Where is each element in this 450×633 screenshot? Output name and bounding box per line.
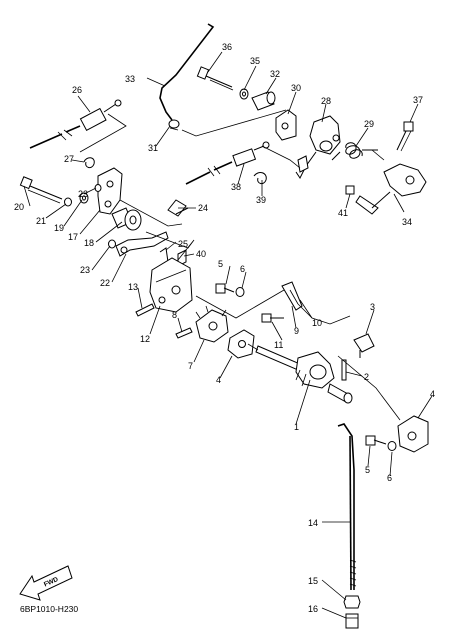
callout-4a: 4 — [216, 375, 221, 385]
callout-9: 9 — [294, 326, 299, 336]
callout-14: 14 — [308, 518, 318, 528]
part-16-sleeve — [345, 613, 359, 629]
part-24-clip — [167, 199, 189, 217]
part-23-washer-top — [94, 184, 102, 192]
part-17-lever-bracket — [97, 167, 123, 215]
part-26-cable-end — [29, 99, 122, 149]
part-37-bolt — [396, 121, 414, 152]
relation-lines-middle — [195, 289, 401, 421]
drawing-code: 6BP1010-H230 — [20, 604, 78, 614]
callout-22: 22 — [100, 278, 110, 288]
part-7-cam — [195, 305, 229, 343]
callout-33: 33 — [125, 74, 135, 84]
part-32-collar — [251, 91, 276, 111]
part-34-bracket — [355, 163, 427, 215]
part-27-clip — [83, 157, 95, 169]
part-20-bolt — [19, 176, 63, 204]
callout-35: 35 — [250, 56, 260, 66]
callout-25: 25 — [178, 239, 188, 249]
callout-1: 1 — [294, 422, 299, 432]
part-21-washer — [64, 197, 72, 207]
part-13-pin — [135, 303, 155, 317]
part-5-bolt-lower — [365, 435, 387, 446]
part-33-rod — [159, 23, 215, 131]
part-12-bracket — [149, 257, 193, 313]
callout-18: 18 — [84, 238, 94, 248]
leader-lines — [23, 51, 433, 619]
part-41-plate — [345, 185, 355, 195]
callout-13: 13 — [128, 282, 138, 292]
callout-labels: 33 36 35 32 30 28 37 29 26 31 27 38 39 2… — [14, 42, 435, 614]
fwd-arrow-icon: FWD — [19, 565, 73, 601]
callout-2: 2 — [364, 372, 369, 382]
part-38-cable-end — [185, 141, 270, 185]
callout-21: 21 — [36, 216, 46, 226]
callout-36: 36 — [222, 42, 232, 52]
callout-24: 24 — [198, 203, 208, 213]
callout-5a: 5 — [218, 259, 223, 269]
callout-23a: 23 — [78, 189, 88, 199]
callout-5b: 5 — [365, 465, 370, 475]
part-28-lever — [295, 115, 341, 179]
callout-39: 39 — [256, 195, 266, 205]
part-15-nut — [343, 595, 361, 609]
callout-10: 10 — [312, 318, 322, 328]
callout-32: 32 — [270, 69, 280, 79]
callout-12: 12 — [140, 334, 150, 344]
callout-29: 29 — [364, 119, 374, 129]
callout-6a: 6 — [240, 264, 245, 274]
part-22-lever — [115, 231, 169, 257]
callout-20: 20 — [14, 202, 24, 212]
callout-8: 8 — [172, 310, 177, 320]
callout-26: 26 — [72, 85, 82, 95]
callout-17: 17 — [68, 232, 78, 242]
callout-37: 37 — [413, 95, 423, 105]
callout-7: 7 — [188, 361, 193, 371]
part-5-bolt-upper — [215, 283, 235, 294]
part-9-bracket — [281, 281, 303, 311]
part-14-rod — [337, 423, 357, 591]
part-36-bolt — [196, 66, 234, 91]
callout-15: 15 — [308, 576, 318, 586]
callout-16: 16 — [308, 604, 318, 614]
part-39-clip — [253, 172, 267, 185]
part-25-pin — [159, 247, 169, 263]
callout-40: 40 — [196, 249, 206, 259]
part-6-washer-upper — [235, 287, 245, 297]
part-11-screw — [261, 313, 284, 323]
part-23-washer-lower — [108, 239, 116, 249]
part-18-knob — [111, 207, 142, 231]
callout-30: 30 — [291, 83, 301, 93]
callout-19: 19 — [54, 223, 64, 233]
callout-4b: 4 — [430, 389, 435, 399]
part-1-shaft — [255, 345, 353, 404]
relation-lines-upper — [79, 109, 385, 271]
part-4-cam-upper — [227, 329, 255, 359]
part-2-pin — [341, 359, 347, 381]
part-35-washer — [239, 88, 249, 100]
part-30-plate — [275, 109, 297, 141]
callout-6b: 6 — [387, 473, 392, 483]
callout-31: 31 — [148, 143, 158, 153]
part-29-spring — [331, 142, 378, 161]
part-8-pin — [175, 327, 193, 339]
part-3-clip — [353, 333, 375, 358]
part-4-cam-lower — [397, 415, 429, 453]
part-6-washer-lower — [387, 441, 397, 451]
callout-34: 34 — [402, 217, 412, 227]
callout-27: 27 — [64, 154, 74, 164]
callout-38: 38 — [231, 182, 241, 192]
callout-41: 41 — [338, 208, 348, 218]
callout-11: 11 — [274, 340, 283, 350]
callout-23b: 23 — [80, 265, 90, 275]
callout-3: 3 — [370, 302, 375, 312]
callout-28: 28 — [321, 96, 331, 106]
